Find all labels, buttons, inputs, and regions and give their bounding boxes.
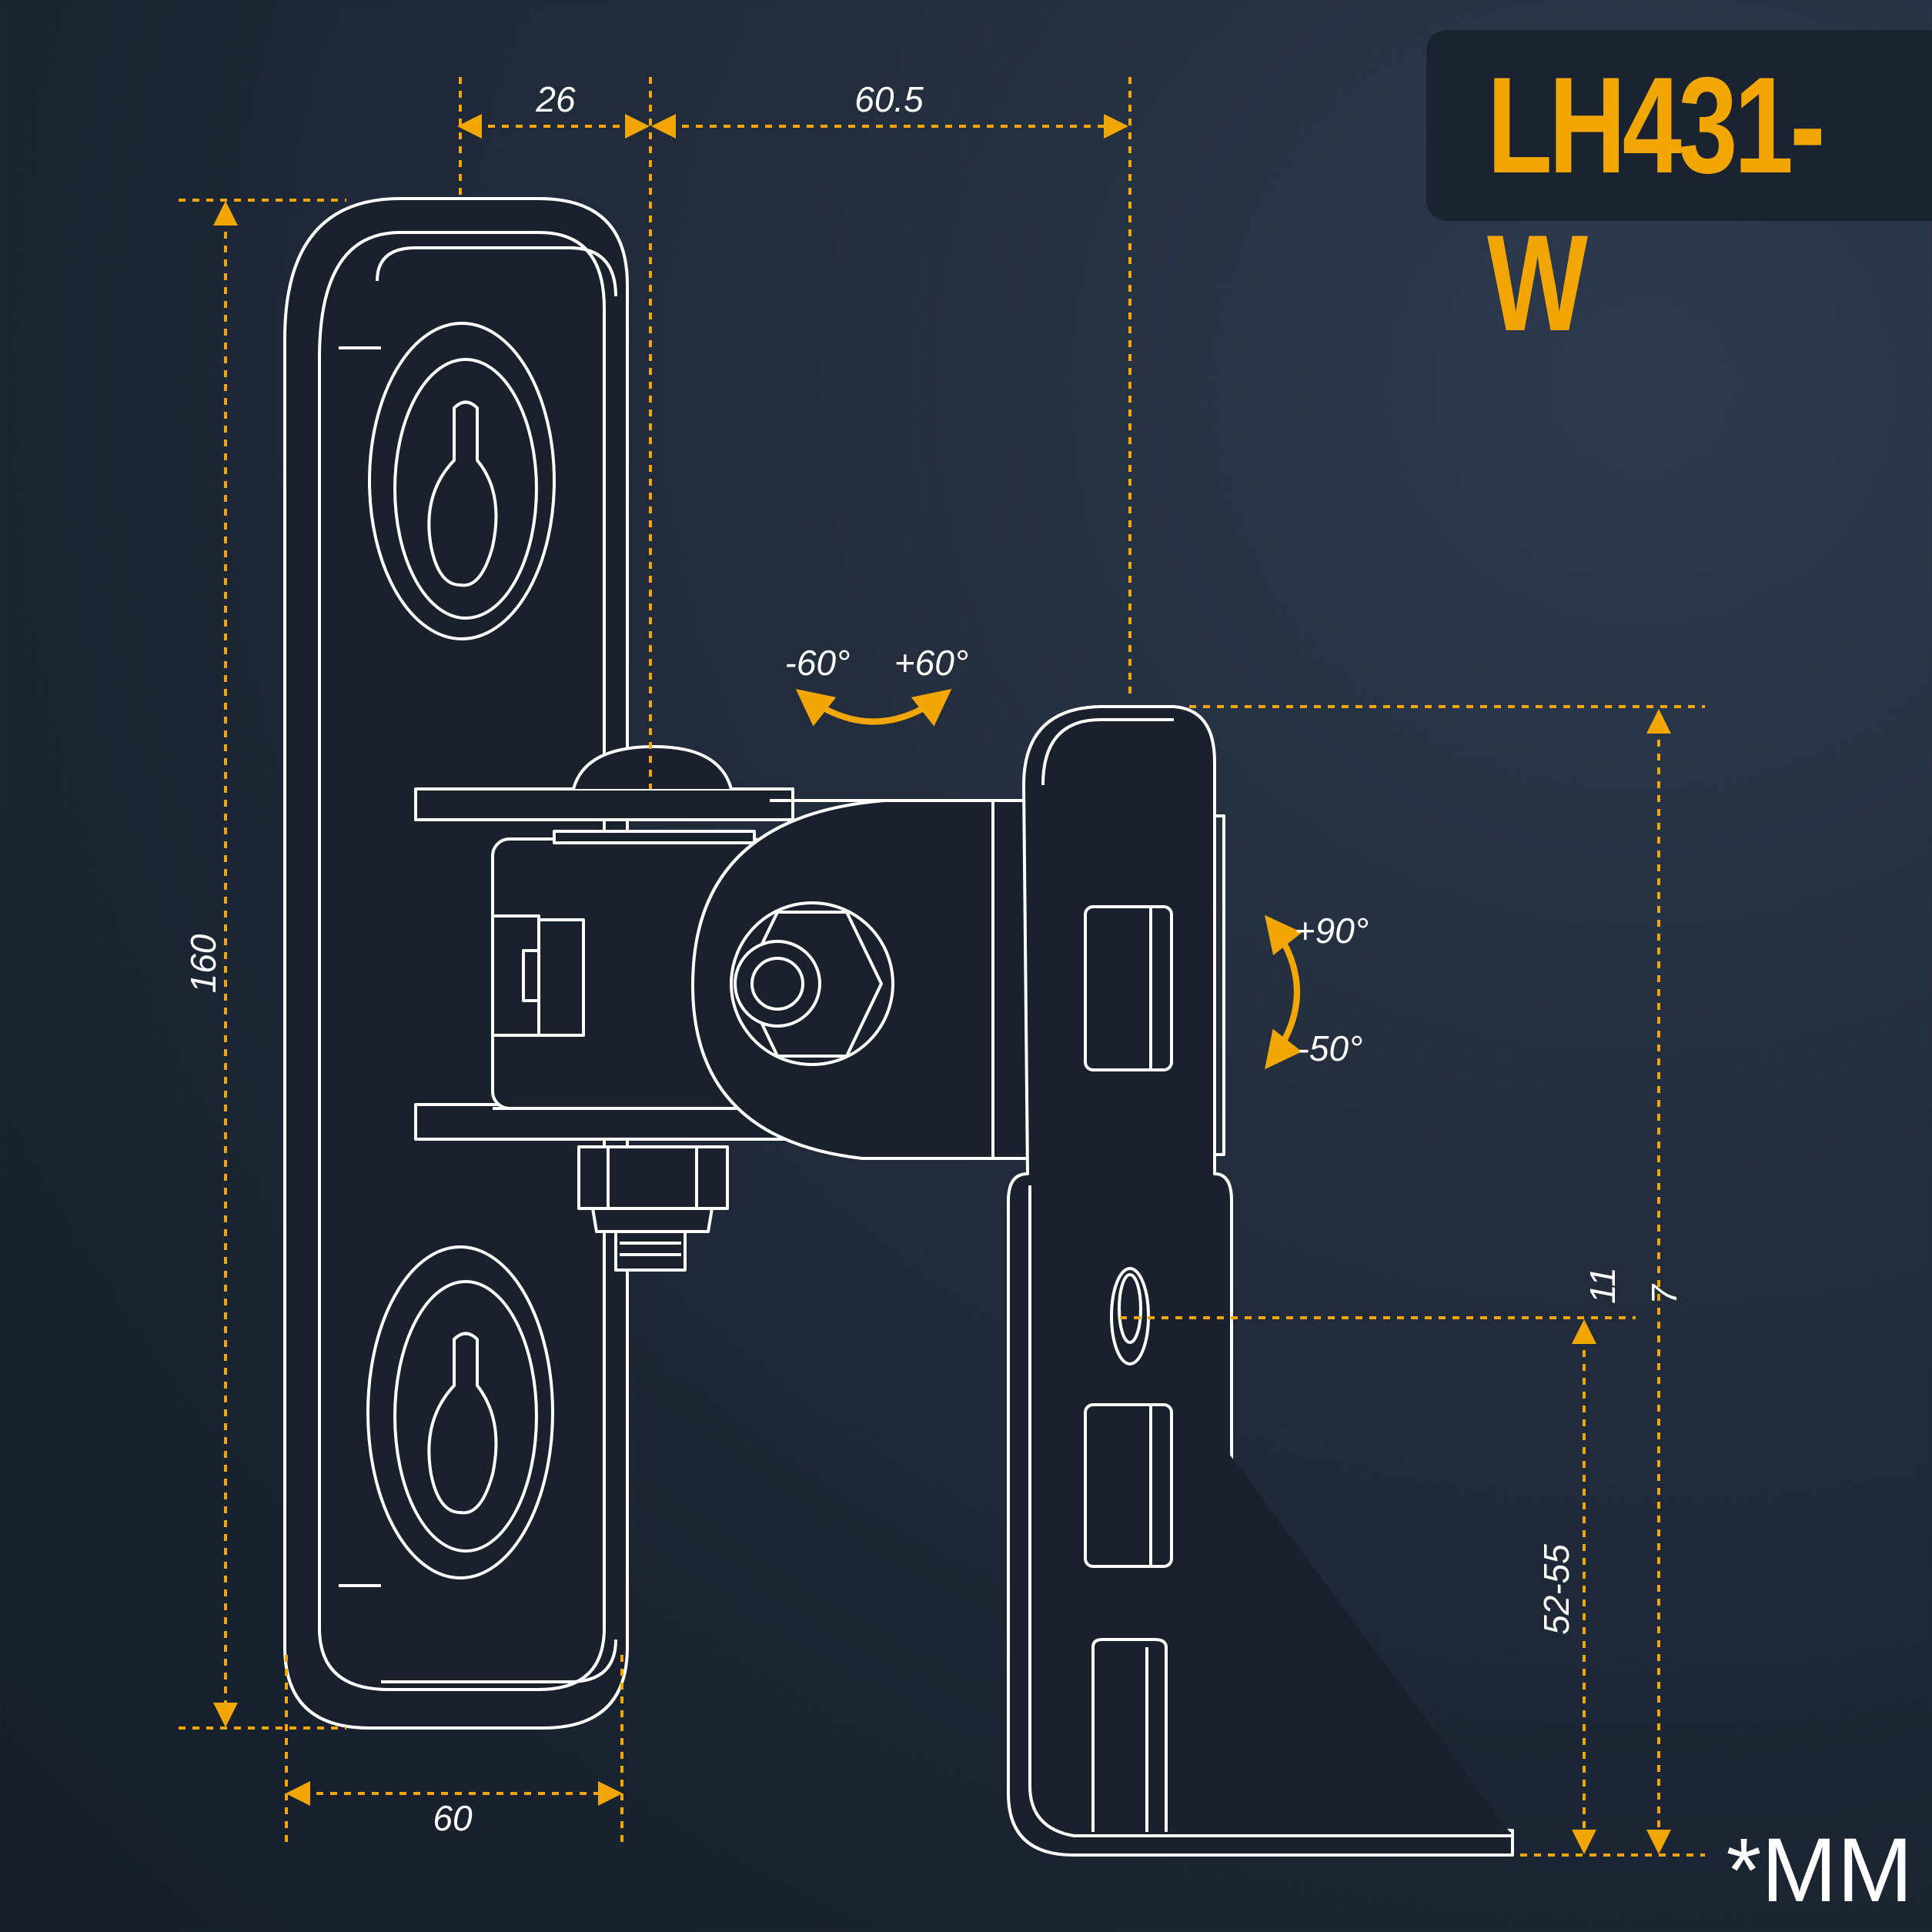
units-label: *MM — [1726, 1820, 1913, 1921]
model-title: LH431-W — [1487, 48, 1826, 359]
upper-keyhole-boss — [368, 322, 556, 640]
dim-plate-height: 160 — [183, 934, 223, 993]
dim-hole-offset-b: 7 — [1644, 1284, 1684, 1305]
bracket-slot-middle — [1084, 1403, 1173, 1568]
dim-bracket-height: 52-55 — [1536, 1544, 1576, 1635]
dim-hole-offset-a: 11 — [1583, 1267, 1623, 1304]
swivel-left-label: -60° — [785, 643, 851, 683]
rotation-arrows — [795, 689, 1302, 1070]
hinge-assembly — [414, 745, 1029, 1272]
dim-plate-offset: 26 — [535, 79, 576, 119]
swivel-right-label: +60° — [894, 643, 968, 683]
bracket-slot-upper — [1084, 905, 1173, 1071]
wall-plate — [283, 197, 629, 1730]
dim-plate-width: 60 — [433, 1798, 473, 1838]
dimension-lines — [179, 77, 1705, 1857]
lower-keyhole-boss — [366, 1245, 554, 1579]
tilt-arrow — [1265, 914, 1302, 1070]
l-bracket — [1007, 705, 1514, 1857]
swivel-arrow — [795, 689, 952, 727]
tilt-up-label: +90° — [1295, 911, 1369, 951]
model-title-box — [1426, 29, 1932, 222]
tilt-down-label: -50° — [1298, 1028, 1363, 1068]
dim-arm-reach: 60.5 — [854, 79, 924, 119]
bracket-slot-lower — [1091, 1638, 1168, 1832]
bracket-round-hole — [1110, 1267, 1150, 1365]
